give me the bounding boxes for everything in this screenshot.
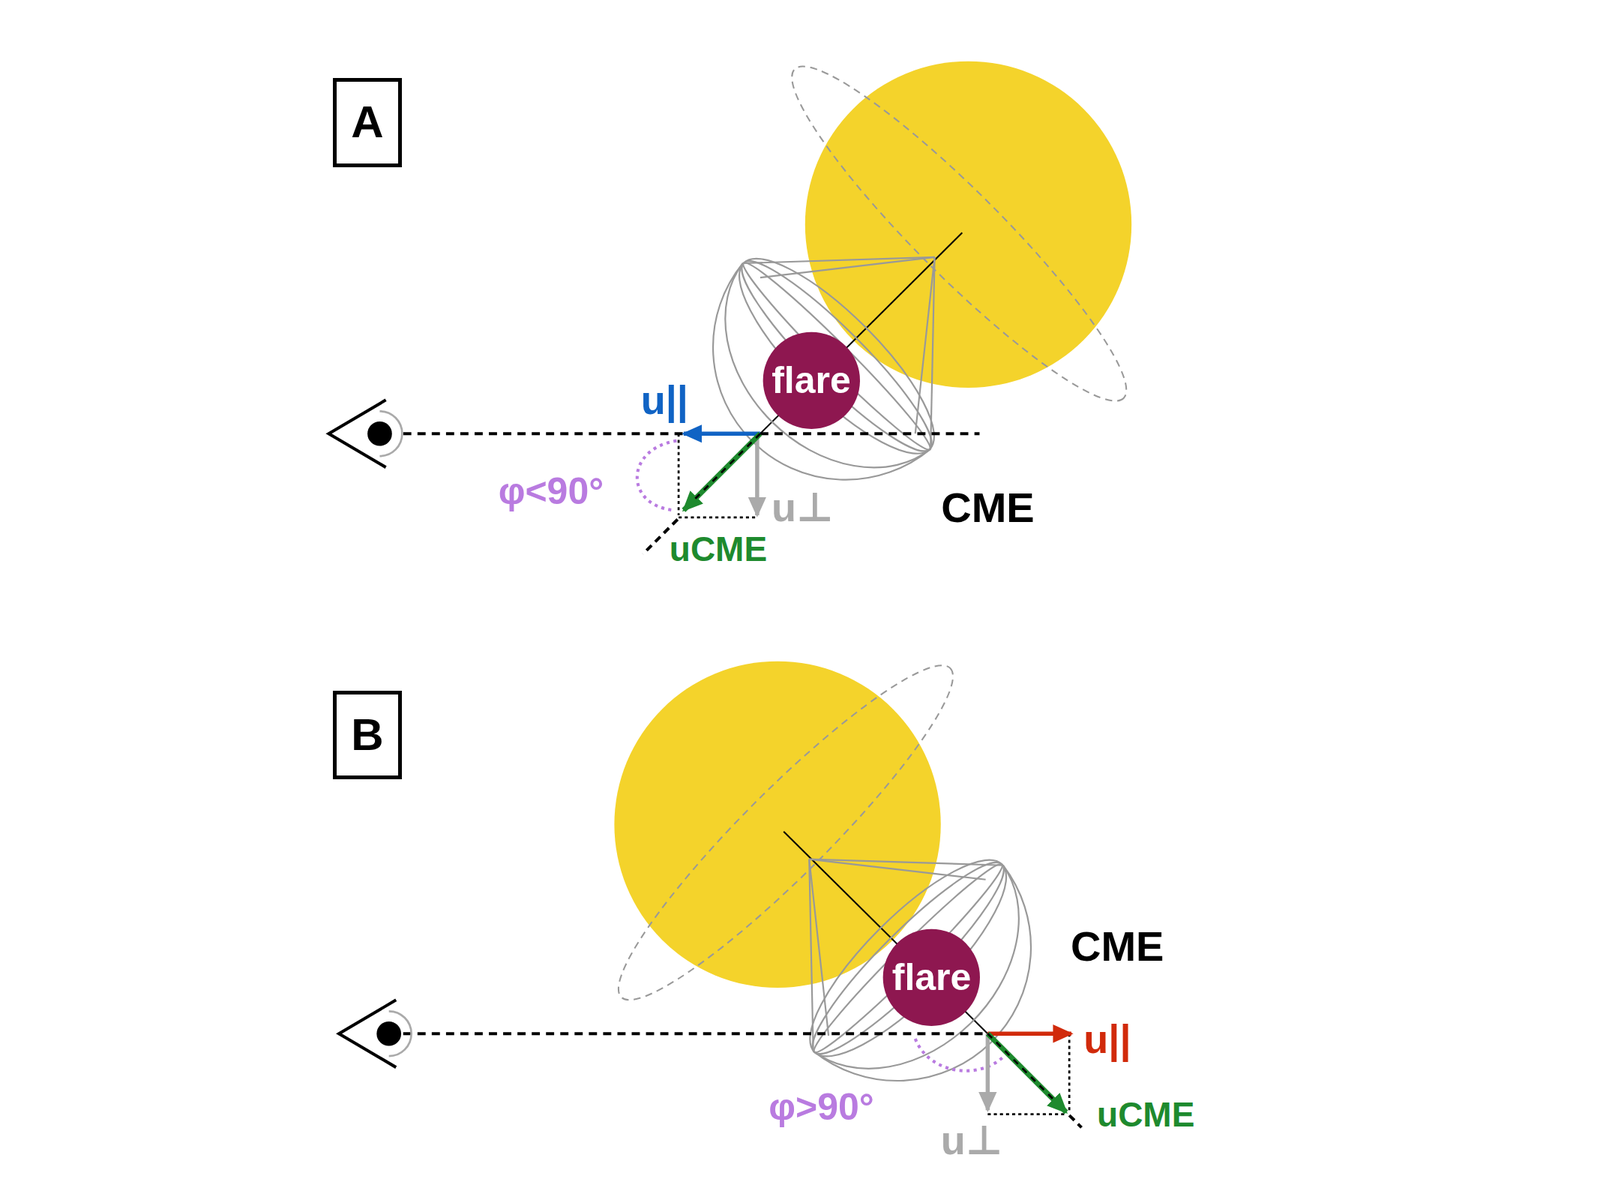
angle-arc: [637, 440, 678, 511]
u-parallel-label: u||: [1083, 1016, 1131, 1061]
cme-label: CME: [1070, 922, 1164, 970]
u-perp-arrow: [755, 433, 759, 516]
flare-circle: flare: [882, 928, 981, 1027]
orbit-ellipse: [764, 38, 1154, 429]
u-perp-arrow: [985, 1033, 990, 1110]
observer-eye: [328, 399, 402, 468]
flare-disk: [883, 928, 980, 1026]
angle-label: φ>90°: [768, 1086, 875, 1128]
u-perp-label: u⊥: [771, 485, 833, 530]
u-cme-arrow: [683, 433, 761, 510]
flare-disk: [762, 332, 860, 429]
cme-label: CME: [940, 484, 1034, 531]
panel-letter-box: B: [332, 690, 403, 780]
flare-label: flare: [892, 956, 972, 998]
panel-b-art: [338, 637, 1082, 1127]
panel-letter: A: [350, 97, 384, 147]
u-cme-arrow: [987, 1033, 1067, 1112]
cme-cone: [785, 835, 1031, 1081]
u-cme-dash: [987, 1033, 1054, 1100]
angle-arc: [915, 1038, 1006, 1071]
component-box: [987, 1033, 1070, 1114]
u-cme-dash: [694, 433, 761, 500]
line-of-sight: [403, 431, 980, 435]
flare-label: flare: [771, 359, 851, 402]
cme-axis-ext: [1069, 1114, 1082, 1127]
u-par-arrow: [987, 1031, 1072, 1036]
line-of-sight: [403, 1031, 989, 1035]
angle-label: φ<90°: [498, 470, 605, 513]
flare-circle: flare: [762, 331, 861, 430]
u-perp-label: u⊥: [940, 1117, 1003, 1163]
u-cme-label: uCME: [669, 530, 768, 569]
u-par-arrow: [683, 431, 761, 436]
u-cme-label: uCME: [1096, 1095, 1195, 1134]
panel-a-art: [328, 38, 1154, 555]
u-parallel-label: u||: [641, 377, 689, 423]
observer-eye: [338, 999, 412, 1067]
panel-letter-box: A: [332, 77, 403, 167]
star-disk: [805, 61, 1132, 388]
panel-letter: B: [350, 710, 384, 760]
